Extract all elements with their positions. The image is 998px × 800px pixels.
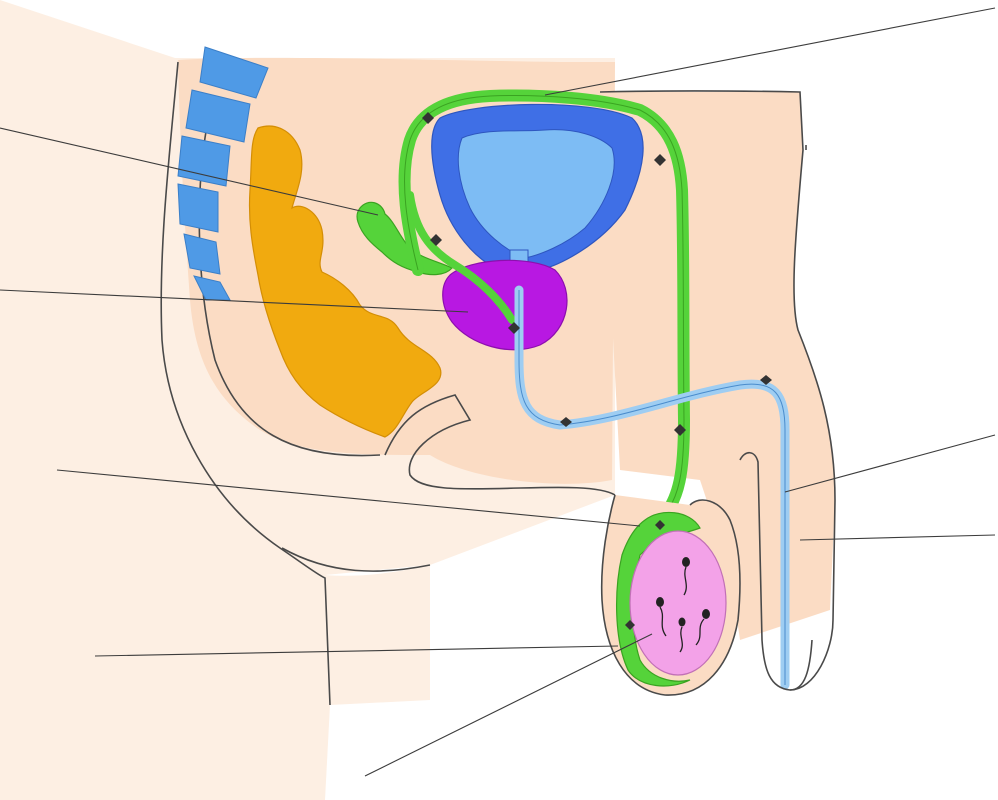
leader-line-seminal-vesicle [0, 127, 379, 216]
leader-line-scrotum [94, 645, 619, 657]
buttock-crease [281, 547, 431, 572]
leader-line-prostate [0, 289, 469, 313]
seminal-vesicle [356, 201, 453, 276]
vas-deferens [398, 89, 690, 526]
leader-lines [0, 7, 996, 777]
vertebra-5 [183, 233, 221, 275]
sperm-cell [678, 617, 686, 653]
leader-line-testis [364, 633, 653, 777]
sperm-cells [656, 557, 710, 653]
abdomen-skin [600, 92, 835, 640]
thigh-fill [325, 565, 430, 705]
sperm-cell [656, 597, 667, 637]
leader-line-epididymis [56, 469, 641, 527]
vertebra-3 [177, 135, 231, 187]
testis [629, 530, 727, 676]
urinary-bladder [431, 103, 644, 291]
sperm-cell [695, 609, 710, 646]
urethra-edge [518, 290, 786, 685]
duct-markers [422, 112, 772, 630]
vertebra-4 [177, 183, 219, 233]
vertebra-6 [193, 275, 231, 301]
perineum-contour [384, 394, 616, 496]
ejaculatory-duct [406, 191, 516, 324]
epididymis [616, 511, 701, 687]
vertebrae [177, 46, 269, 301]
penis [739, 451, 813, 691]
abdomen-contour [599, 90, 836, 691]
leader-line-vas-deferens [544, 7, 996, 96]
back-contour [160, 61, 331, 706]
vas-deferens-edge [404, 95, 685, 521]
body-outline [160, 61, 836, 706]
urethra [514, 285, 790, 690]
vertebra-2 [185, 89, 251, 143]
vertebra-1 [199, 46, 269, 99]
bladder-lumen [457, 129, 615, 259]
sperm-cell [682, 557, 690, 596]
rectum [248, 125, 442, 438]
leader-line-urethra [784, 434, 996, 493]
leader-line-penis [799, 534, 996, 541]
